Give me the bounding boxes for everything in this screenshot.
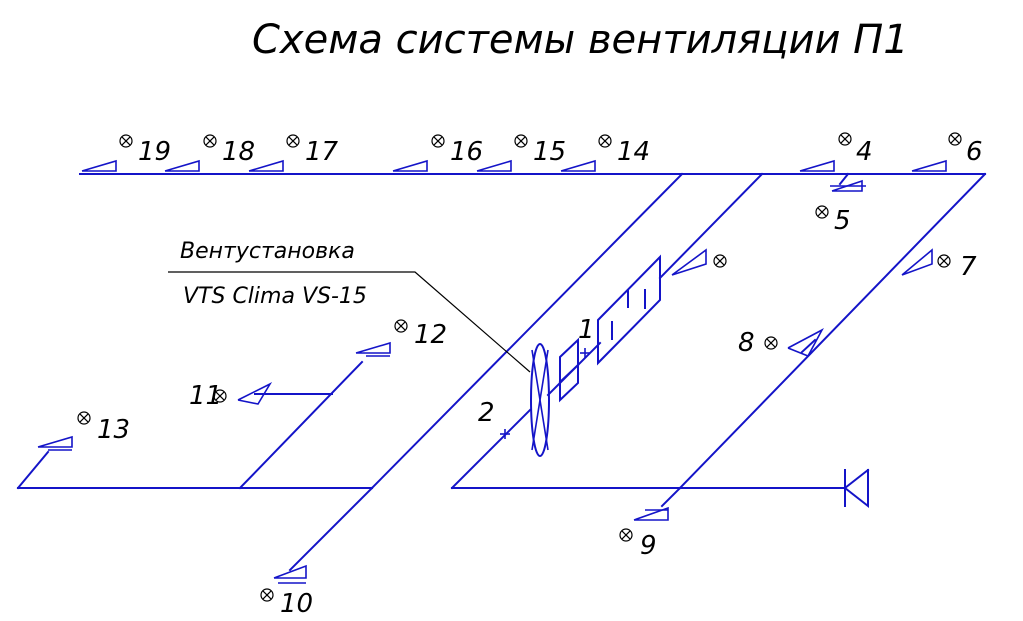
label-4: 4 xyxy=(856,137,873,167)
label-7: 7 xyxy=(960,252,977,282)
label-10: 10 xyxy=(280,589,313,619)
label-1: 1 xyxy=(578,315,595,345)
label-8: 8 xyxy=(738,328,755,358)
label-11: 11 xyxy=(189,381,222,411)
label-18: 18 xyxy=(222,137,255,167)
label-15: 15 xyxy=(533,137,566,167)
label-9: 9 xyxy=(640,531,657,561)
label-19: 19 xyxy=(138,137,171,167)
unit-label-model: VTS Clima VS-15 xyxy=(183,284,367,309)
label-12: 12 xyxy=(414,320,447,350)
label-5: 5 xyxy=(834,206,851,236)
ventilation-unit xyxy=(500,254,661,457)
unit-leader-line xyxy=(168,271,531,373)
label-14: 14 xyxy=(617,137,650,167)
terminal-valves xyxy=(77,132,962,602)
label-6: 6 xyxy=(966,137,983,167)
label-16: 16 xyxy=(450,137,483,167)
duct-network xyxy=(16,172,987,572)
unit-label-name: Вентустановка xyxy=(180,239,355,264)
label-13: 13 xyxy=(97,415,130,445)
diffusers xyxy=(37,160,947,584)
diagram-title: Схема системы вентиляции П1 xyxy=(252,17,909,63)
label-17: 17 xyxy=(305,137,339,167)
label-2: 2 xyxy=(478,398,495,428)
terminal-labels: 19 18 17 16 15 14 4 6 5 7 8 12 11 13 9 1… xyxy=(97,137,983,619)
